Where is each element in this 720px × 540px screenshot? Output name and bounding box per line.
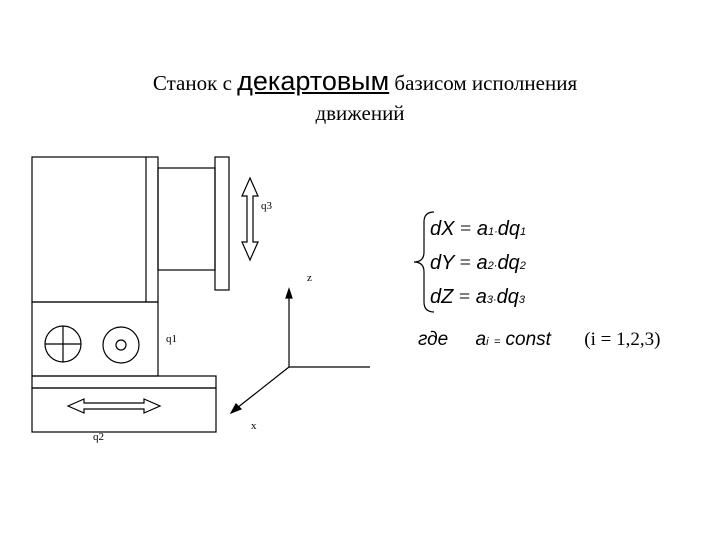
q2-label: q2 [93, 431, 104, 443]
x-axis-line [236, 366, 290, 409]
z-axis-label: z [307, 272, 312, 284]
title-emphasis-word: декартовым [237, 66, 390, 96]
work-table [31, 387, 217, 433]
condition-const: const [505, 329, 551, 350]
diagram-title-line2: движений [315, 101, 405, 125]
title-line1-end: базисом исполнения [389, 71, 578, 95]
diagram-title: Станок с декартовым базисом исполнения [5, 68, 720, 96]
equation-row-1: dX = a1·dq1 [430, 218, 527, 240]
q1-label: q1 [166, 333, 177, 345]
equation-row-3: dZ = a3·dq3 [430, 286, 526, 308]
condition-range: (i = 1,2,3) [584, 329, 661, 350]
title-line1-start: Станок с [152, 71, 238, 95]
condition-where: где [418, 329, 449, 350]
vertical-slide-plate [214, 156, 230, 291]
equation-system-brace [413, 211, 435, 313]
q3-label: q3 [261, 200, 272, 212]
q3-double-arrow [241, 176, 259, 262]
table-rail [31, 375, 217, 389]
spindle-dial-icon [102, 326, 140, 364]
equation-row-2: dY = a2·dq2 [430, 252, 526, 274]
condition-coef: a [475, 329, 487, 350]
spindle-housing [157, 167, 216, 271]
coordinate-axes [229, 287, 370, 415]
q2-double-arrow [66, 398, 162, 414]
machine-column [31, 156, 159, 303]
equation-condition: где ai = const (i = 1,2,3) [418, 329, 661, 350]
machine-base [31, 301, 159, 377]
x-axis-label: x [251, 420, 257, 432]
